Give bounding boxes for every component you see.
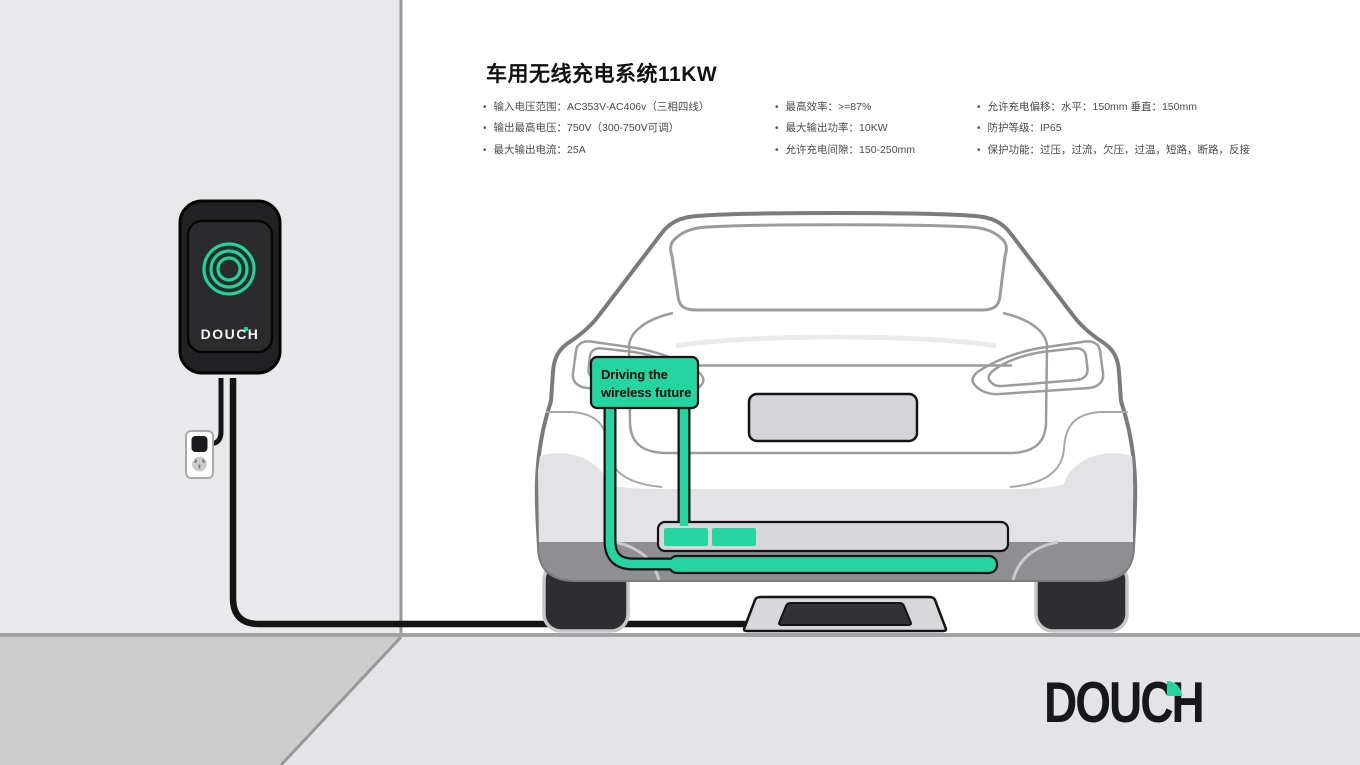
page-title: 车用无线充电系统11KW (486, 63, 718, 86)
spec-column-3: 允许充电偏移：水平：150mm 垂直：150mm 防护等级：IP65 保护功能：… (977, 97, 1251, 161)
taillight-right-outer (971, 340, 1105, 396)
spec-item: 允许充电偏移：水平：150mm 垂直：150mm (977, 97, 1250, 118)
spec-item: 防护等级：IP65 (977, 118, 1250, 139)
power-cable (229, 378, 747, 628)
floor-diagonal-line (279, 635, 403, 765)
receiver-assembly (589, 355, 1010, 575)
floor-light-region (281, 637, 1360, 765)
bumper-crease-right (1009, 411, 1128, 488)
floor-dark-region (0, 637, 401, 765)
spec-column-1: 输入电压范围：AC353V-AC406v（三相四线） 输出最高电压：750V（3… (483, 97, 710, 161)
spec-item: 最大输出电流：25A (483, 140, 709, 161)
car-label-callout (589, 355, 700, 410)
spec-item: 最大输出功率：10KW (775, 118, 915, 139)
charging-rings-icon (202, 242, 256, 296)
wall-outlet (185, 430, 214, 479)
trunk-lid-line (627, 311, 1049, 455)
footer-logo: DOUCH (1044, 669, 1205, 735)
spec-item: 允许充电间隙：150-250mm (775, 140, 916, 161)
receiver-cell-2 (712, 528, 756, 546)
wheel-arch-left (613, 540, 661, 581)
trunk-highlight (675, 334, 997, 349)
wheel-arch-right (1011, 540, 1059, 581)
car-label-text: Driving the wireless future (601, 367, 692, 400)
brand-c-accent-icon (244, 327, 248, 331)
spec-item: 输入电压范围：AC353V-AC406v（三相四线） (483, 97, 710, 118)
car-charging-pad (667, 554, 999, 575)
plug-icon (191, 436, 208, 452)
rear-window (669, 223, 1008, 312)
license-plate (747, 392, 919, 443)
socket-icon (192, 456, 207, 472)
receiver-cell-1 (664, 528, 708, 546)
ground-pad (742, 595, 948, 633)
wall-charger-unit (178, 199, 282, 375)
spec-item: 保护功能：过压，过流，欠压，过温，短路，断路，反接 (977, 140, 1251, 161)
green-cable-left (605, 403, 676, 569)
receiver-box (656, 520, 1010, 553)
spec-item: 最高效率：>=87% (775, 97, 915, 118)
spec-item: 输出最高电压：750V（300-750V可调） (483, 118, 709, 139)
taillight-right-inner (987, 347, 1089, 388)
spec-column-2: 最高效率：>=87% 最大输出功率：10KW 允许充电间隙：150-250mm (775, 97, 916, 161)
wall-unit-brand: DOUCH (200, 326, 260, 342)
